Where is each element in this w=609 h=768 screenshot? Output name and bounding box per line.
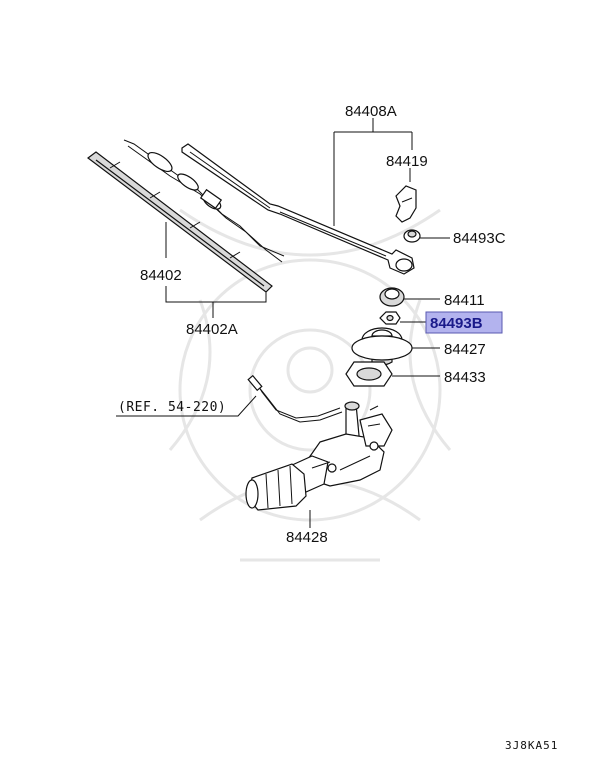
label-84427[interactable]: 84427: [444, 341, 486, 358]
reference-label[interactable]: (REF. 54-220): [118, 400, 226, 415]
pivot-cap[interactable]: [379, 287, 405, 307]
arm-cap[interactable]: [395, 185, 417, 223]
highlight-box: [425, 311, 503, 334]
nut-84493c[interactable]: [403, 229, 421, 243]
label-84408a[interactable]: 84408A: [345, 103, 397, 120]
leader-lines: [116, 118, 450, 528]
nut-84493b[interactable]: [379, 311, 401, 325]
wiper-blade[interactable]: [87, 151, 273, 293]
blade-linkage[interactable]: [123, 139, 285, 263]
washer-hose[interactable]: [247, 374, 343, 423]
label-84411[interactable]: 84411: [444, 292, 485, 309]
wiper-motor[interactable]: [245, 401, 393, 511]
label-84493b[interactable]: 84493B: [430, 315, 483, 332]
drawing-code: 3J8KA51: [505, 739, 558, 752]
label-84402a[interactable]: 84402A: [186, 321, 238, 338]
washer[interactable]: [351, 327, 413, 366]
label-84428[interactable]: 84428: [286, 529, 328, 546]
wiper-arm[interactable]: [181, 143, 415, 275]
label-84433[interactable]: 84433: [444, 369, 486, 386]
label-84402[interactable]: 84402: [140, 267, 182, 284]
grommet[interactable]: [345, 361, 393, 387]
label-84493c[interactable]: 84493C: [453, 230, 506, 247]
label-84419[interactable]: 84419: [386, 153, 428, 170]
